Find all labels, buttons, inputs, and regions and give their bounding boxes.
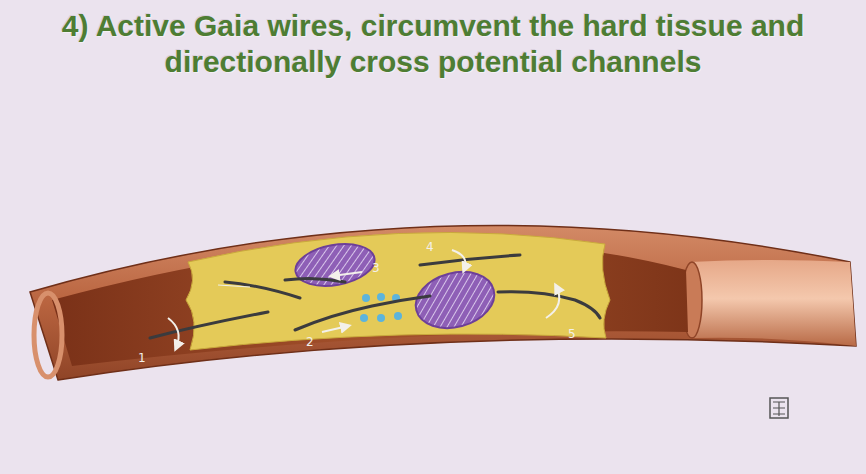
slide-title: 4) Active Gaia wires, circumvent the har… (3, 8, 863, 80)
callout-number: 1 (138, 352, 146, 365)
callout-number: 4 (426, 241, 434, 254)
callout-number: 3 (372, 262, 380, 275)
callout-number: 2 (306, 336, 314, 349)
watermark-stamp (770, 398, 788, 418)
callout-number: 5 (568, 328, 576, 341)
